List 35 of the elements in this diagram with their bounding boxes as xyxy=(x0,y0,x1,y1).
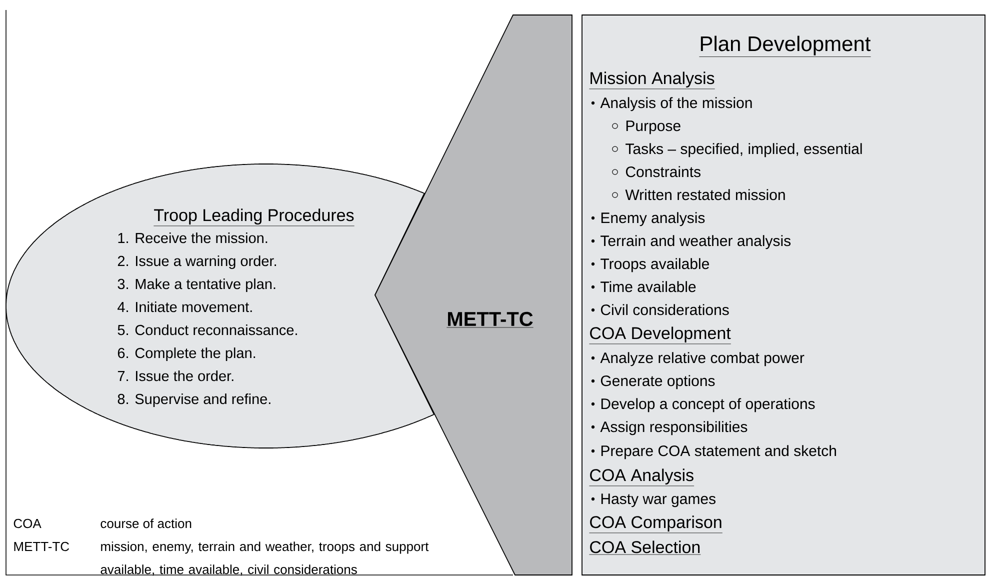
list-item: 8. Supervise and refine. xyxy=(118,394,270,407)
list-item: Develop a concept of operations xyxy=(591,398,815,412)
list-item: Terrain and weather analysis xyxy=(591,235,791,250)
panel xyxy=(582,14,986,576)
list-item: Generate options xyxy=(591,375,715,390)
list-item: Prepare COA statement and sketch xyxy=(591,445,836,460)
list-item: 5. Conduct reconnaissance. xyxy=(118,324,297,336)
list-item: Hasty war games xyxy=(591,494,716,508)
list-item: 3. Make a tentative plan. xyxy=(118,278,276,292)
list-item: Constraints xyxy=(612,166,700,178)
list-item: 6. Complete the plan. xyxy=(118,348,256,361)
heading: Plan Development xyxy=(699,36,871,57)
subheading: COA Development xyxy=(589,326,732,344)
list-item: 1. Receive the mission. xyxy=(118,232,268,244)
list-item: Time available xyxy=(591,281,696,292)
list-item: Civil considerations xyxy=(591,304,729,316)
list-item: Purpose xyxy=(612,120,680,134)
list-item: Written restated mission xyxy=(612,189,785,200)
list-item: Assign responsibilities xyxy=(591,421,748,436)
abbreviation: COA xyxy=(14,518,42,528)
subheading: COA Selection xyxy=(589,540,701,555)
heading: Troop Leading Procedures xyxy=(153,208,355,226)
abbreviation: METT-TC xyxy=(14,542,70,552)
list-item: 7. Issue the order. xyxy=(118,370,234,382)
list-item: Analysis of the mission xyxy=(591,97,752,112)
list-item: Analyze relative combat power xyxy=(591,352,804,366)
list-item: Enemy analysis xyxy=(591,212,705,226)
subheading: Mission Analysis xyxy=(589,72,716,90)
list-item: Troops available xyxy=(591,258,709,272)
subheading: COA Comparison xyxy=(589,516,723,534)
list-item: Tasks – specified, implied, essential xyxy=(612,143,862,158)
definition: course of action xyxy=(100,518,192,528)
list-item: 4. Initiate movement. xyxy=(118,302,252,312)
list-item: 2. Issue a warning order. xyxy=(118,256,276,269)
subheading: COA Analysis xyxy=(589,468,694,486)
